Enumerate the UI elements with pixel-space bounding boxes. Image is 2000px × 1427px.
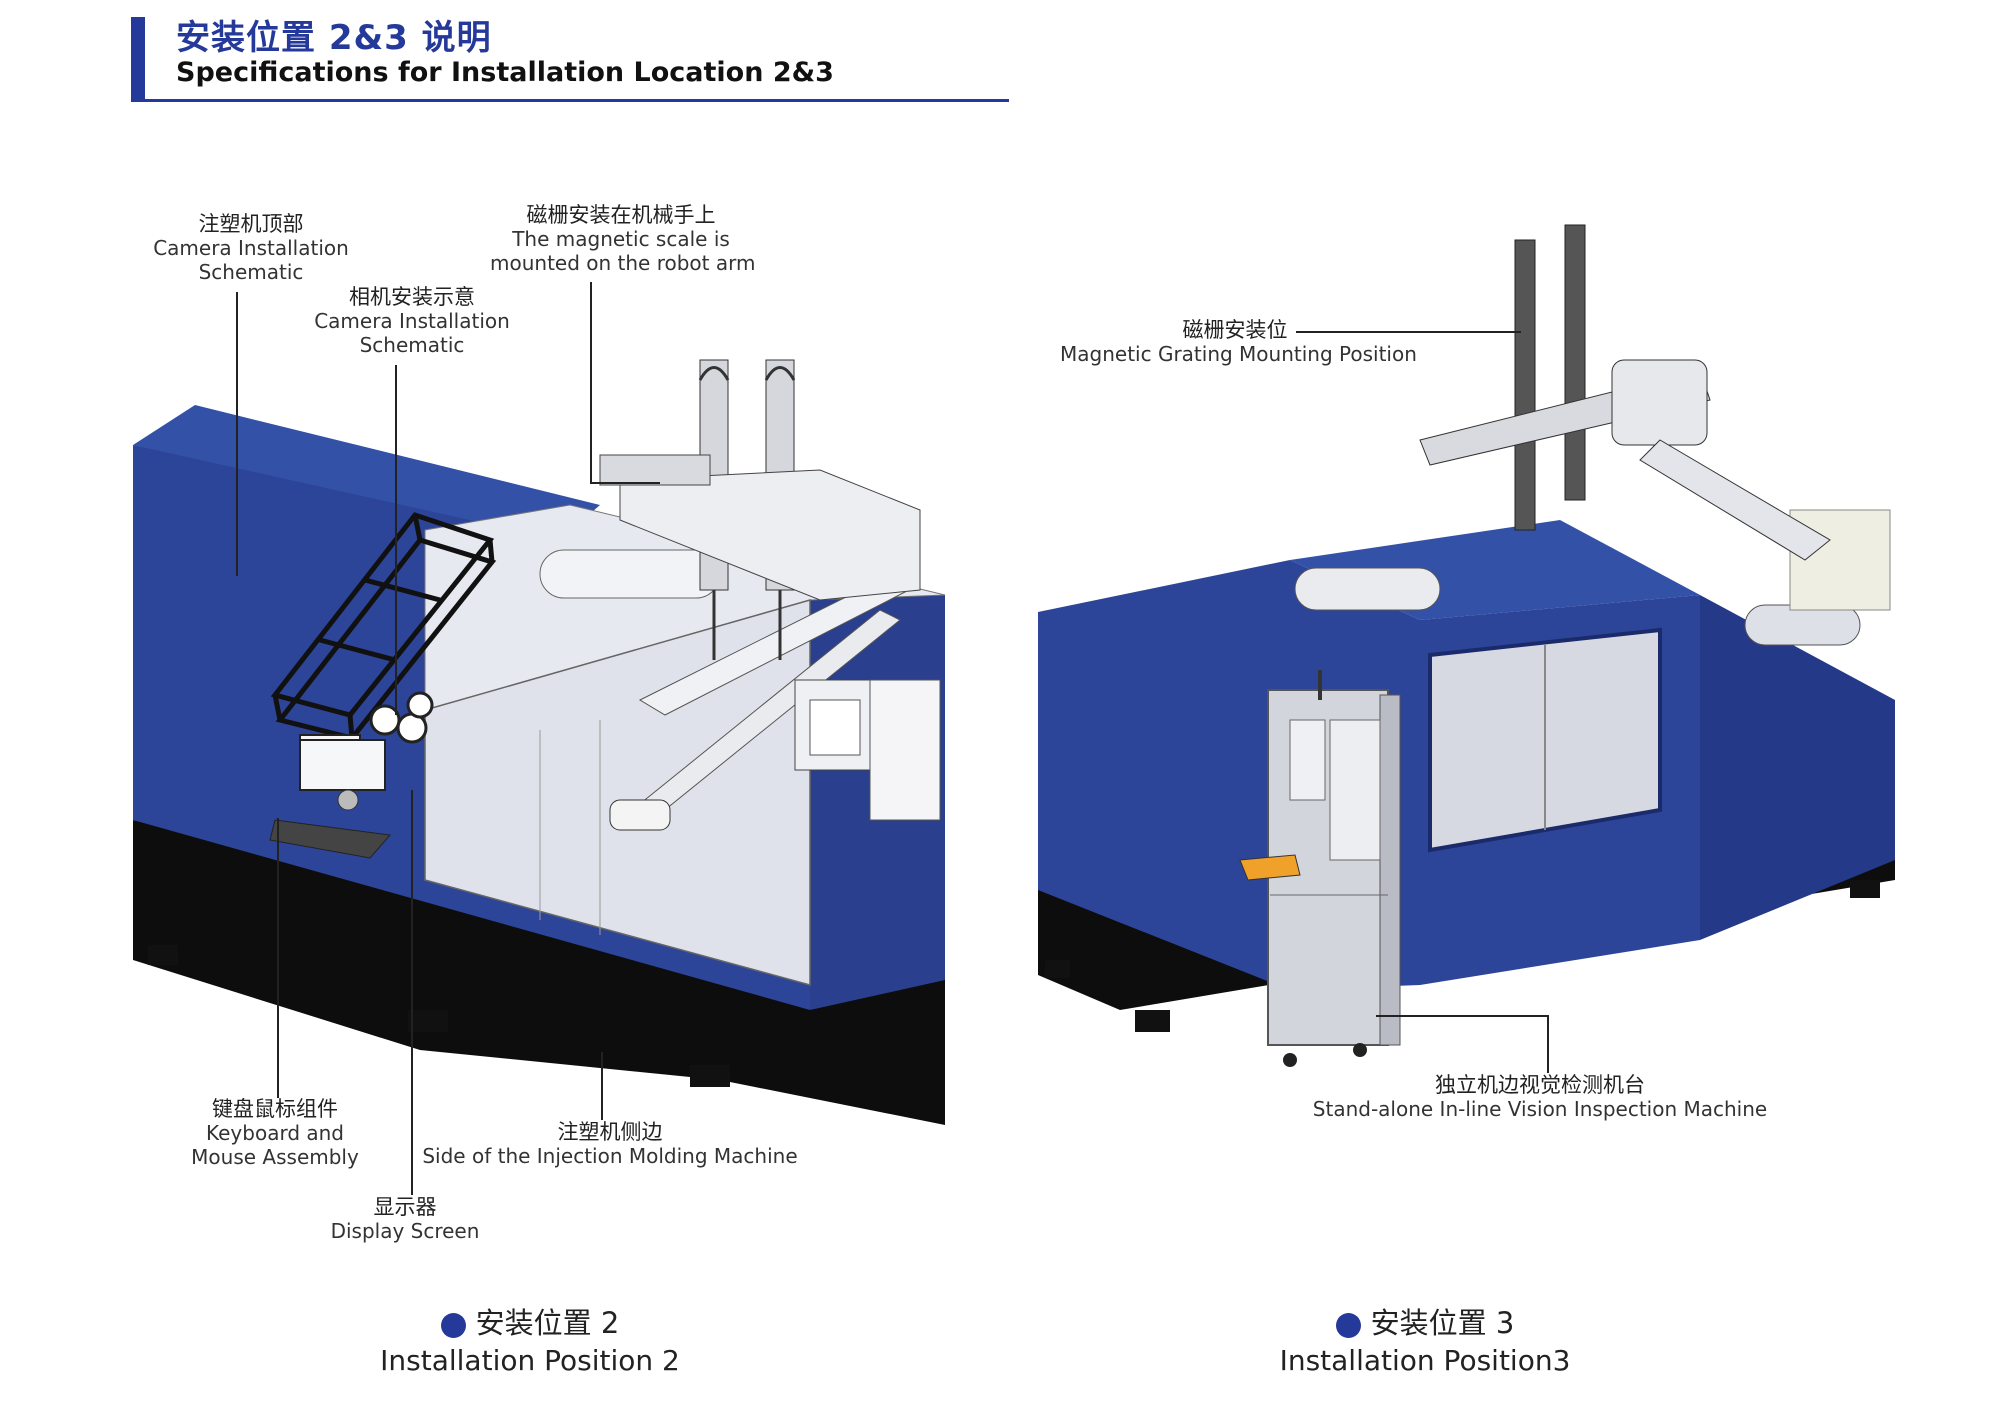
leader-magnetic-scale: [590, 282, 592, 482]
leader-machine-side: [601, 1052, 603, 1120]
leader-camera-schematic: [395, 365, 397, 715]
bullet-dot-icon: [1335, 1313, 1361, 1338]
leader-keyboard-mouse: [277, 818, 279, 1098]
left-injection-machine-illustration: [133, 359, 946, 1125]
page-title-cn: 安装位置 2&3 说明: [176, 18, 492, 58]
page-title-en: Specifications for Installation Location…: [176, 57, 834, 88]
header-underline: [131, 99, 1009, 102]
label-magnetic-scale: 磁栅安装在机械手上 The magnetic scale is mounted …: [490, 203, 756, 275]
label-display-screen: 显示器 Display Screen: [330, 1195, 480, 1243]
leader-display-screen: [411, 790, 413, 1195]
caption-position-3: 安装位置 3 Installation Position3: [1279, 1306, 1571, 1377]
header-accent-bar: [131, 17, 145, 102]
label-inspection-machine: 独立机边视觉检测机台 Stand-alone In-line Vision In…: [1312, 1073, 1768, 1121]
bullet-dot-icon: [440, 1313, 466, 1338]
label-camera-schematic: 相机安装示意 Camera Installation Schematic: [314, 285, 510, 357]
leader-magnetic-grating: [1296, 331, 1521, 333]
leader-inspection-machine: [1547, 1015, 1549, 1073]
label-magnetic-grating: 磁栅安装位 Magnetic Grating Mounting Position: [1060, 318, 1417, 366]
leader-top-camera: [236, 292, 238, 576]
label-machine-side: 注塑机侧边 Side of the Injection Molding Mach…: [422, 1120, 798, 1168]
leader-magnetic-scale-h: [590, 482, 660, 484]
label-top-camera: 注塑机顶部 Camera Installation Schematic: [153, 212, 349, 284]
right-injection-machine-illustration: [1038, 224, 1895, 1067]
label-keyboard-mouse: 键盘鼠标组件 Keyboard and Mouse Assembly: [191, 1097, 359, 1169]
leader-inspection-machine-h: [1376, 1015, 1548, 1017]
caption-position-2: 安装位置 2 Installation Position 2: [380, 1306, 680, 1377]
